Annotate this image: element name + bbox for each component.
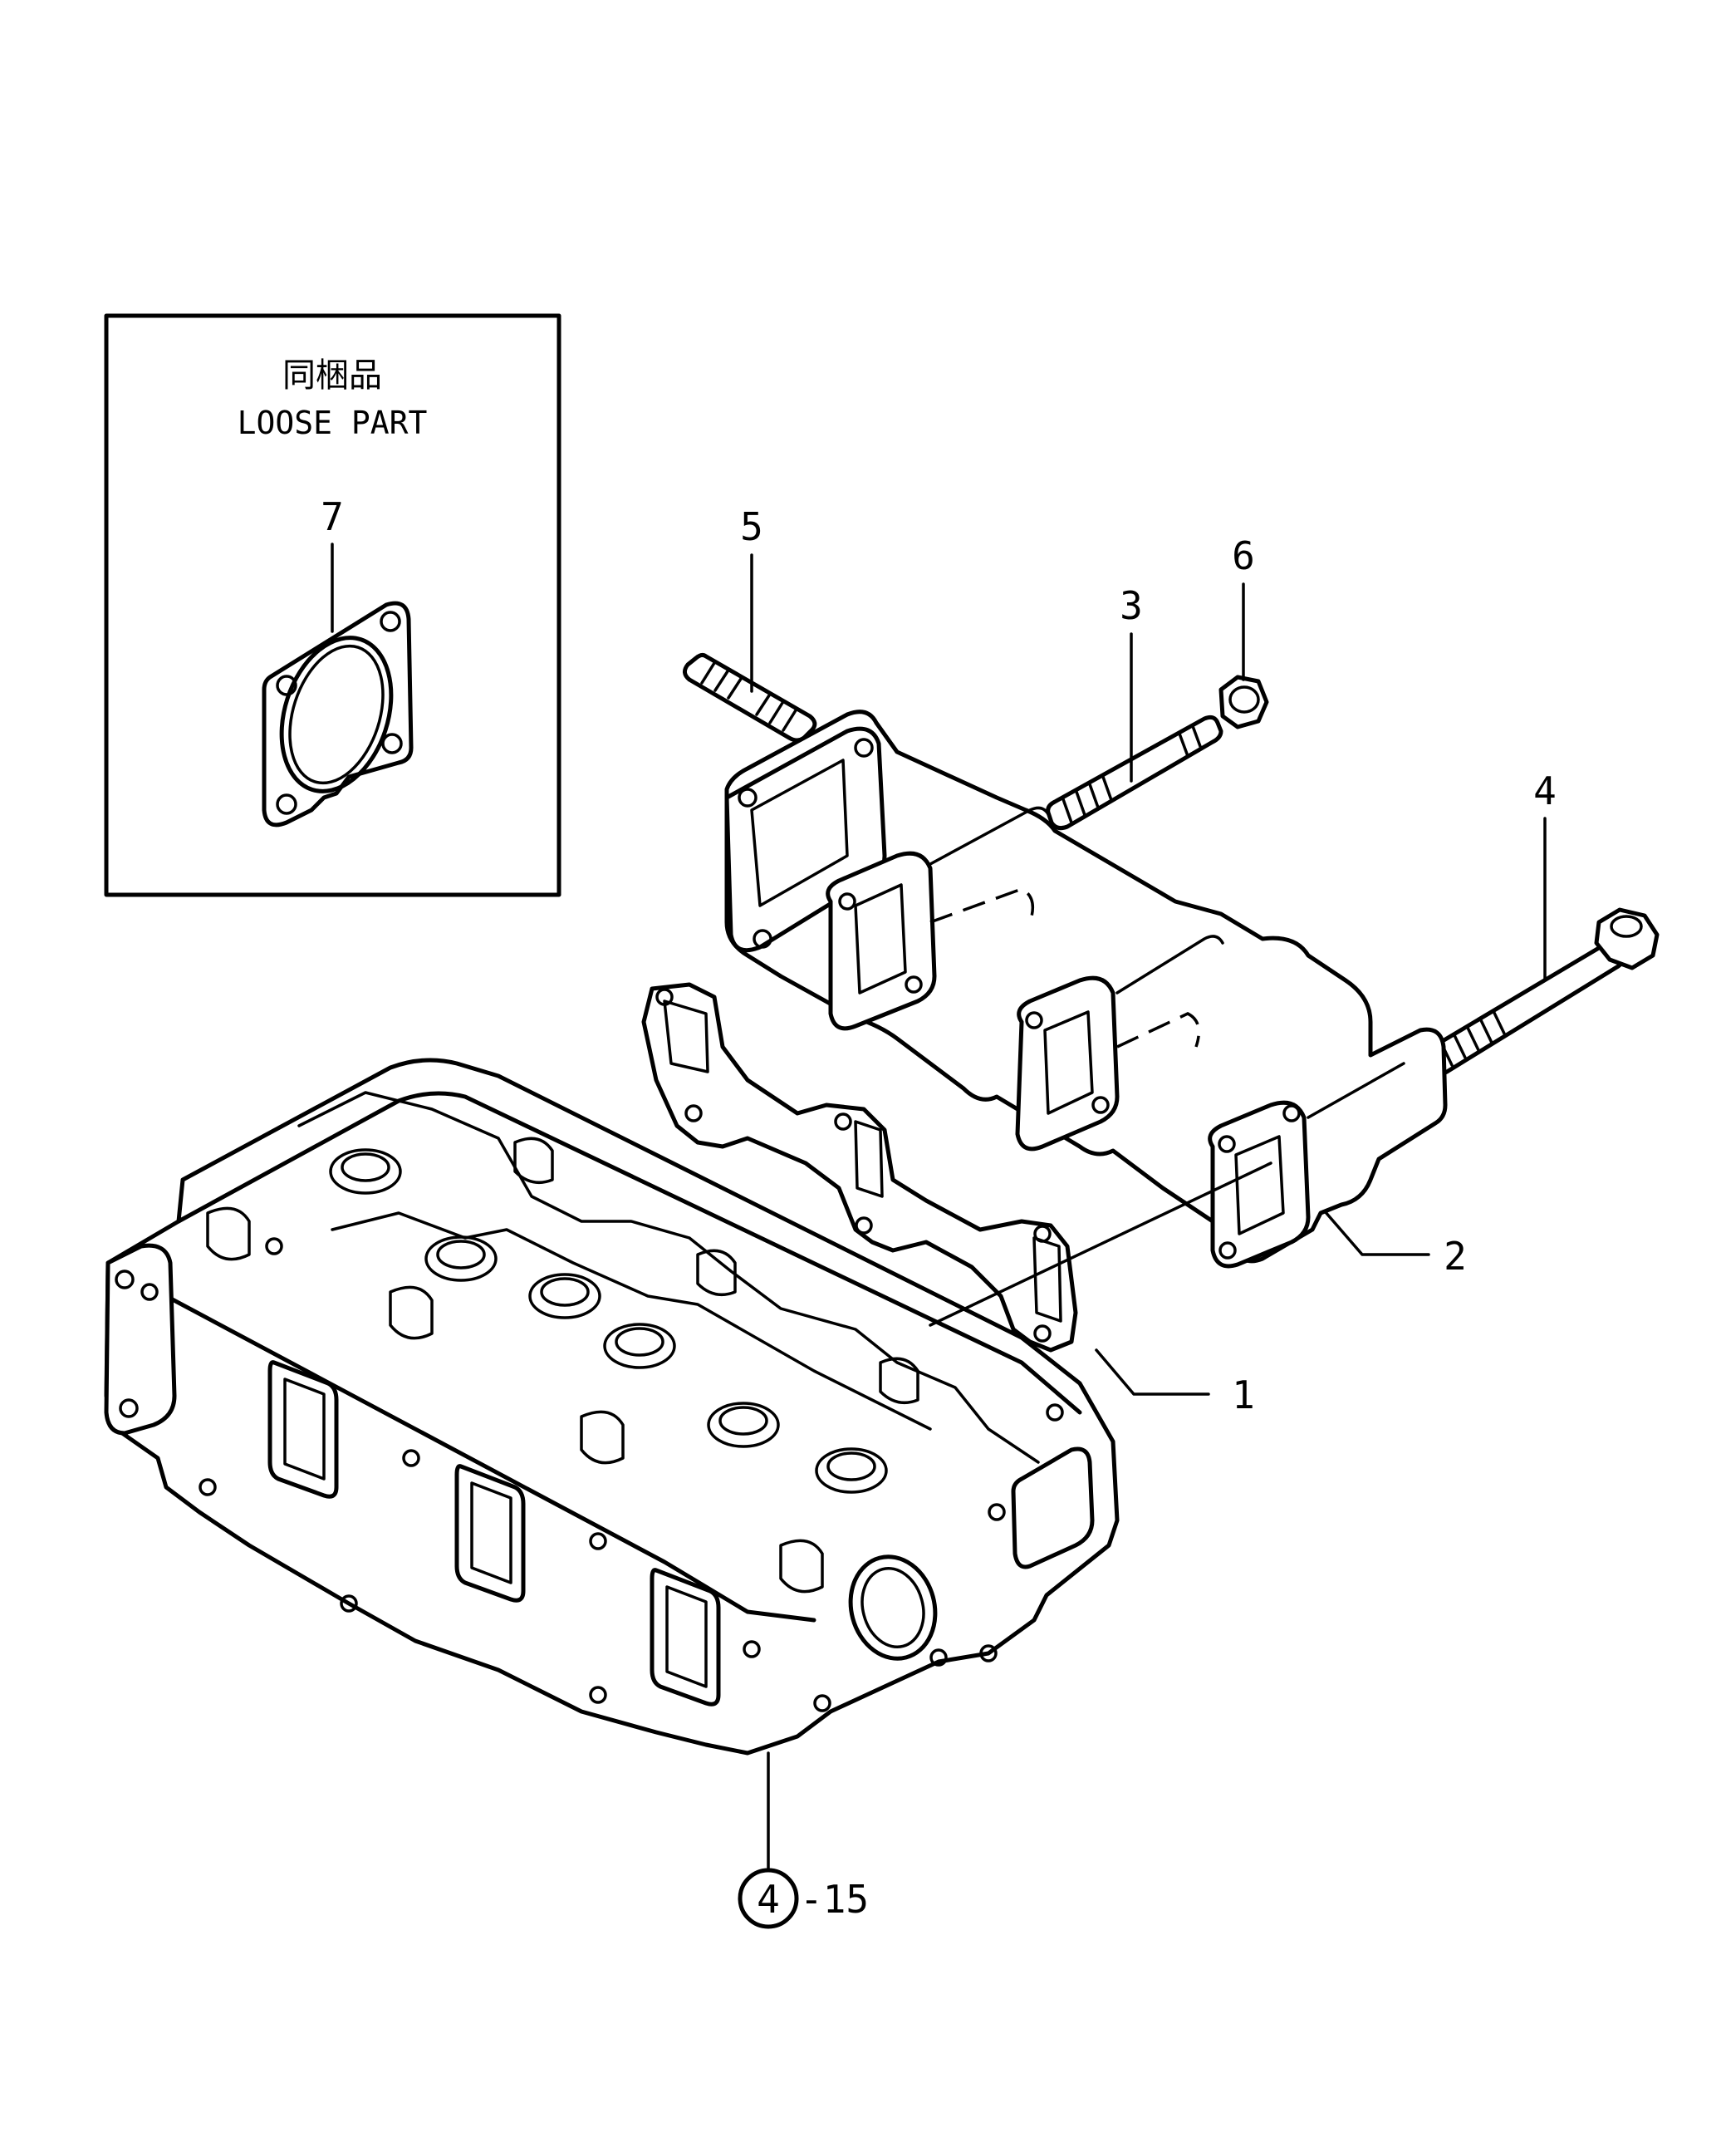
loose-part-frame [104, 313, 561, 897]
nut-6 [1218, 675, 1269, 729]
stud-bolt-5 [683, 652, 817, 743]
gasket-1 [641, 982, 1078, 1353]
callout-1: 1 [929, 1161, 1272, 1417]
exhaust-manifold-2 [724, 710, 1448, 1269]
callout-6: 6 [1232, 533, 1255, 681]
reference-callout: 4 -15 [738, 1751, 869, 1929]
loose-part-title-jp: 同梱品 [282, 356, 382, 395]
callout-3: 3 [1120, 583, 1143, 783]
reference-circle-number: 4 [757, 1877, 780, 1922]
loose-part-box: 同梱品 LOOSE PART 7 [104, 313, 561, 897]
callout-4: 4 [1533, 769, 1557, 982]
callout-label-7: 7 [321, 494, 344, 539]
callout-label-5: 5 [740, 504, 763, 549]
reference-circle [738, 1868, 799, 1929]
callout-5: 5 [740, 504, 763, 693]
stud-3 [1046, 715, 1223, 831]
bolt-4 [1426, 907, 1660, 1076]
alignment-line [929, 1161, 1272, 1327]
callout-label-6: 6 [1232, 533, 1255, 578]
callout-label-3: 3 [1120, 583, 1143, 628]
cylinder-head [104, 1058, 1120, 1756]
loose-part-title-en: LOOSE PART [238, 405, 428, 441]
callout-label-1: 1 [1232, 1373, 1255, 1417]
callout-label-2: 2 [1444, 1234, 1467, 1279]
leader-line-1 [1095, 1348, 1210, 1396]
reference-suffix: -15 [800, 1877, 869, 1922]
callout-2: 2 [1323, 1210, 1467, 1279]
callout-label-4: 4 [1533, 769, 1557, 813]
gasket-7-illustration [262, 601, 414, 828]
leader-line-2 [1323, 1210, 1430, 1256]
